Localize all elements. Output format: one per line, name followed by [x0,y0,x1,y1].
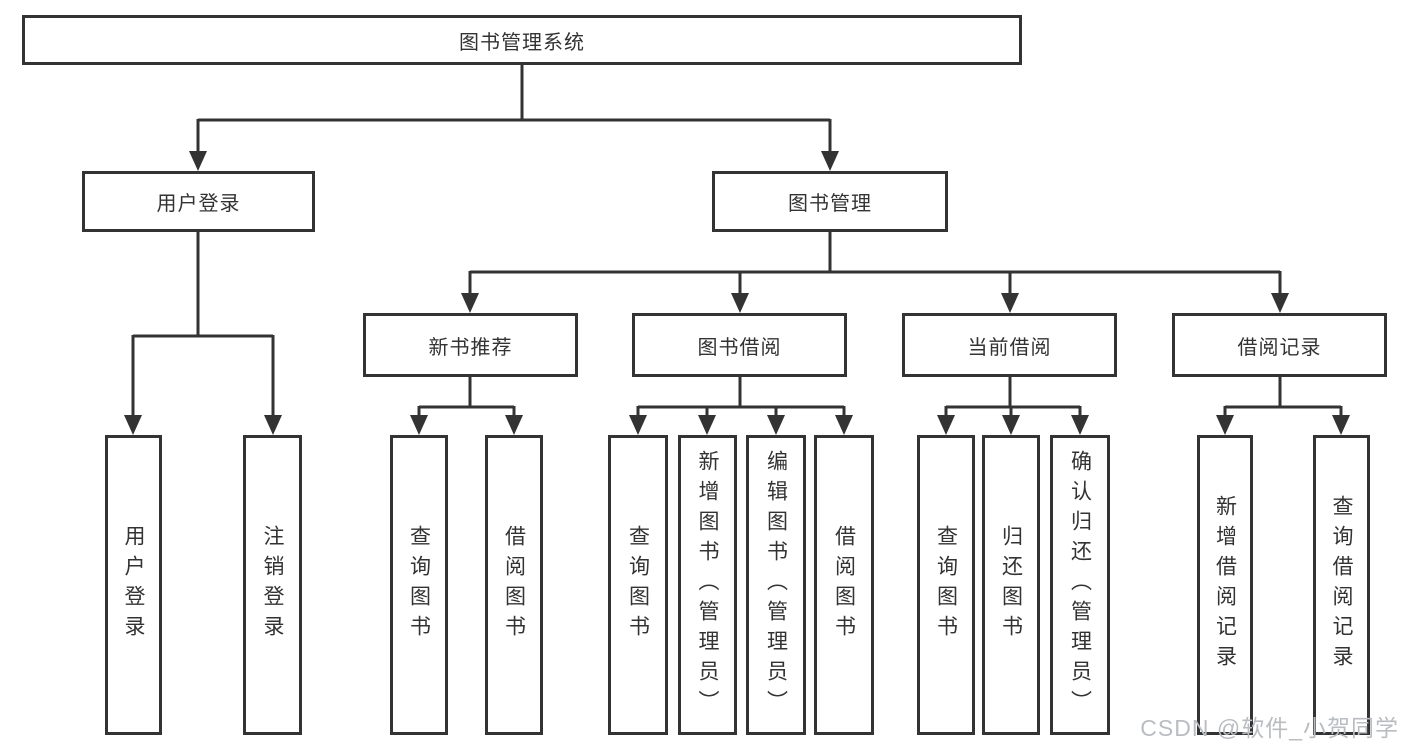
node-label: 图书管理 [788,193,872,215]
node-leaf-logout: 注销登录 [243,435,302,735]
node-label: 查询图书 [934,525,958,645]
node-label: 图书管理系统 [459,31,585,54]
arrowhead-group [124,151,1350,435]
node-label: 借阅图书 [502,525,526,645]
node-leaf-user-login: 用户登录 [105,435,162,735]
node-library-system: 图书管理系统 [22,15,1022,65]
node-leaf-borrow-books-1: 借阅图书 [485,435,543,735]
node-label: 新增借阅记录 [1213,495,1237,675]
node-leaf-add-books-admin: 新增图书（管理员） [678,435,737,735]
node-label: 用户登录 [122,525,145,645]
node-label: 注销登录 [261,525,284,645]
node-label: 编辑图书（管理员） [764,450,788,720]
node-label: 图书借阅 [697,336,782,359]
node-leaf-query-borrow-record: 查询借阅记录 [1313,435,1370,735]
node-label: 确认归还（管理员） [1068,450,1092,720]
node-label: 归还图书 [999,525,1023,645]
node-book-borrowing: 图书借阅 [632,313,847,377]
node-label: 当前借阅 [967,336,1052,359]
node-leaf-query-books-2: 查询图书 [608,435,668,735]
node-label: 查询图书 [626,525,650,645]
node-label: 借阅记录 [1237,336,1322,359]
node-label: 借阅图书 [832,525,856,645]
node-leaf-query-books-1: 查询图书 [390,435,448,735]
node-label: 查询图书 [407,525,431,645]
node-new-book-recommend: 新书推荐 [363,313,578,377]
node-current-borrowing: 当前借阅 [902,313,1117,377]
node-leaf-return-books: 归还图书 [982,435,1040,735]
node-leaf-query-books-3: 查询图书 [917,435,975,735]
node-leaf-confirm-return-admin: 确认归还（管理员） [1050,435,1110,735]
node-book-management: 图书管理 [712,171,948,232]
node-label: 新书推荐 [428,336,513,359]
node-label: 查询借阅记录 [1330,495,1353,675]
node-label: 新增图书（管理员） [696,450,719,720]
node-borrowing-records: 借阅记录 [1172,313,1387,377]
node-user-login: 用户登录 [82,171,315,232]
node-leaf-add-borrow-record: 新增借阅记录 [1197,435,1253,735]
csdn-watermark: CSDN @软件_小贺同学 [1140,715,1399,741]
node-leaf-borrow-books-2: 借阅图书 [814,435,874,735]
node-leaf-edit-books-admin: 编辑图书（管理员） [746,435,806,735]
node-label: 用户登录 [156,193,241,215]
